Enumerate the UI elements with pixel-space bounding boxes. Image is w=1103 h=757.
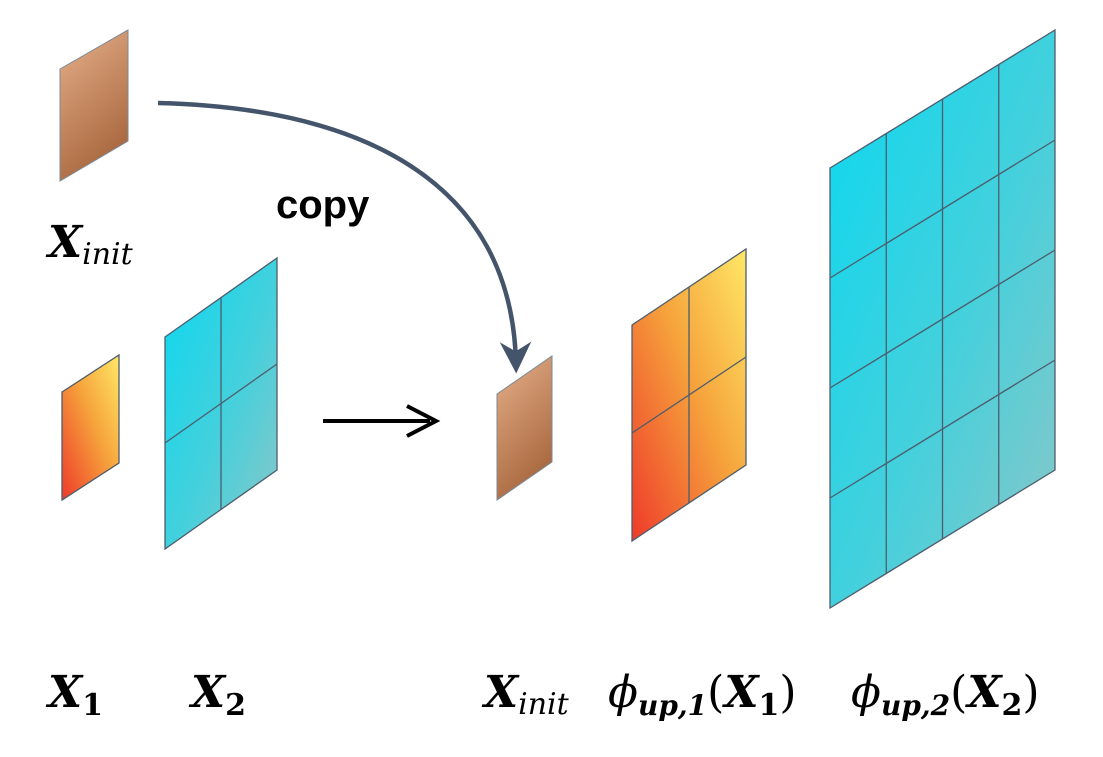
phi-up2-grid-row-divider [829, 139, 1056, 279]
phi-up2-label: ϕup,2(X2) [851, 667, 1040, 723]
x2-grid-row-divider [164, 363, 278, 444]
x1-feature-tile [61, 353, 120, 502]
x-init-source-tile [59, 29, 129, 182]
x1-tile-surface [61, 353, 120, 502]
copy-label: copy [276, 183, 370, 227]
main-arrow [323, 404, 441, 438]
x-init-output-label: Xinit [481, 667, 570, 722]
x2-label: X2 [188, 667, 246, 723]
phi-up2-grid-row-divider [829, 359, 1056, 499]
x-init-output-tile [496, 355, 553, 501]
x-init-top-label: Xinit [45, 217, 134, 272]
phi-up2-grid-row-divider [829, 249, 1056, 389]
phi-up1-grid-row-divider [631, 356, 747, 434]
phi-up2-feature-grid [829, 28, 1056, 610]
copy-arrow [157, 100, 532, 374]
x2-feature-grid [164, 256, 278, 551]
phi-up1-label: ϕup,1(X1) [608, 667, 797, 723]
phi-up1-feature-grid [631, 247, 747, 543]
x1-label: X1 [45, 667, 103, 723]
